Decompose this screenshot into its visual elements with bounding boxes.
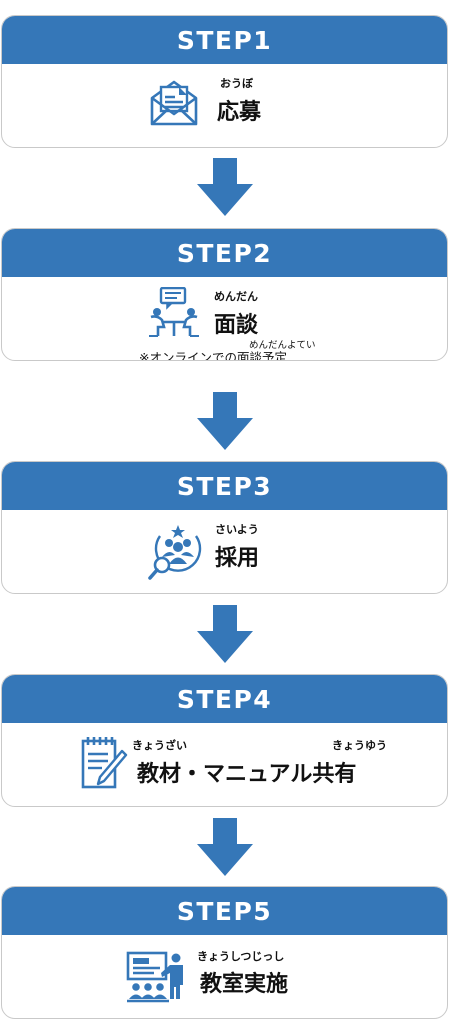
- step-4-ruby-2: きょうゆう: [332, 739, 387, 752]
- step-body-1: おうぼ 応募: [2, 64, 447, 147]
- arrow-down-icon: [197, 605, 253, 663]
- step-1-label: 応募: [217, 100, 262, 125]
- step-body-5: きょうしつじっし 教室実施: [2, 935, 447, 1018]
- step-body-2: めんだん 面談 めんだんよてい ※オンラインでの面談予定: [2, 277, 447, 361]
- step-2-note-ruby: めんだんよてい: [249, 340, 316, 351]
- step-body-4: きょうざい きょうゆう 教材・マニュアル共有: [2, 723, 447, 806]
- step-card-4: STEP4 きょうざい きょうゆう 教材・マニュアル共有: [1, 674, 448, 807]
- arrow-down-icon: [197, 392, 253, 450]
- step-1-ruby: おうぼ: [220, 77, 253, 90]
- envelope-document-icon: [148, 78, 200, 132]
- classroom-presentation-icon: [126, 951, 188, 1007]
- step-body-3: さいよう 採用: [2, 510, 447, 593]
- arrow-down-icon: [197, 158, 253, 216]
- step-4-label: 教材・マニュアル共有: [137, 762, 357, 787]
- meeting-icon: [148, 286, 200, 341]
- step-3-label: 採用: [215, 546, 260, 571]
- step-card-2: STEP2 めんだん 面談 めんだんよてい ※オンラインでの面談予定: [1, 228, 448, 361]
- step-3-ruby: さいよう: [215, 523, 259, 536]
- step-header-4: STEP4: [2, 675, 447, 723]
- step-card-1: STEP1 おうぼ 応募: [1, 15, 448, 148]
- step-2-note: ※オンラインでの面談予定: [139, 350, 287, 361]
- step-header-5: STEP5: [2, 887, 447, 935]
- recruit-search-icon: [148, 524, 202, 584]
- step-5-ruby: きょうしつじっし: [197, 950, 285, 963]
- step-2-ruby: めんだん: [214, 290, 258, 303]
- notepad-pencil-icon: [78, 735, 128, 795]
- step-card-5: STEP5 きょうしつじっし 教室実施: [1, 886, 448, 1019]
- step-4-ruby-1: きょうざい: [132, 739, 187, 752]
- step-card-3: STEP3 さいよう 採用: [1, 461, 448, 594]
- step-2-label: 面談: [214, 313, 259, 338]
- step-5-label: 教室実施: [200, 972, 289, 997]
- step-header-2: STEP2: [2, 229, 447, 277]
- step-header-3: STEP3: [2, 462, 447, 510]
- step-header-1: STEP1: [2, 16, 447, 64]
- arrow-down-icon: [197, 818, 253, 876]
